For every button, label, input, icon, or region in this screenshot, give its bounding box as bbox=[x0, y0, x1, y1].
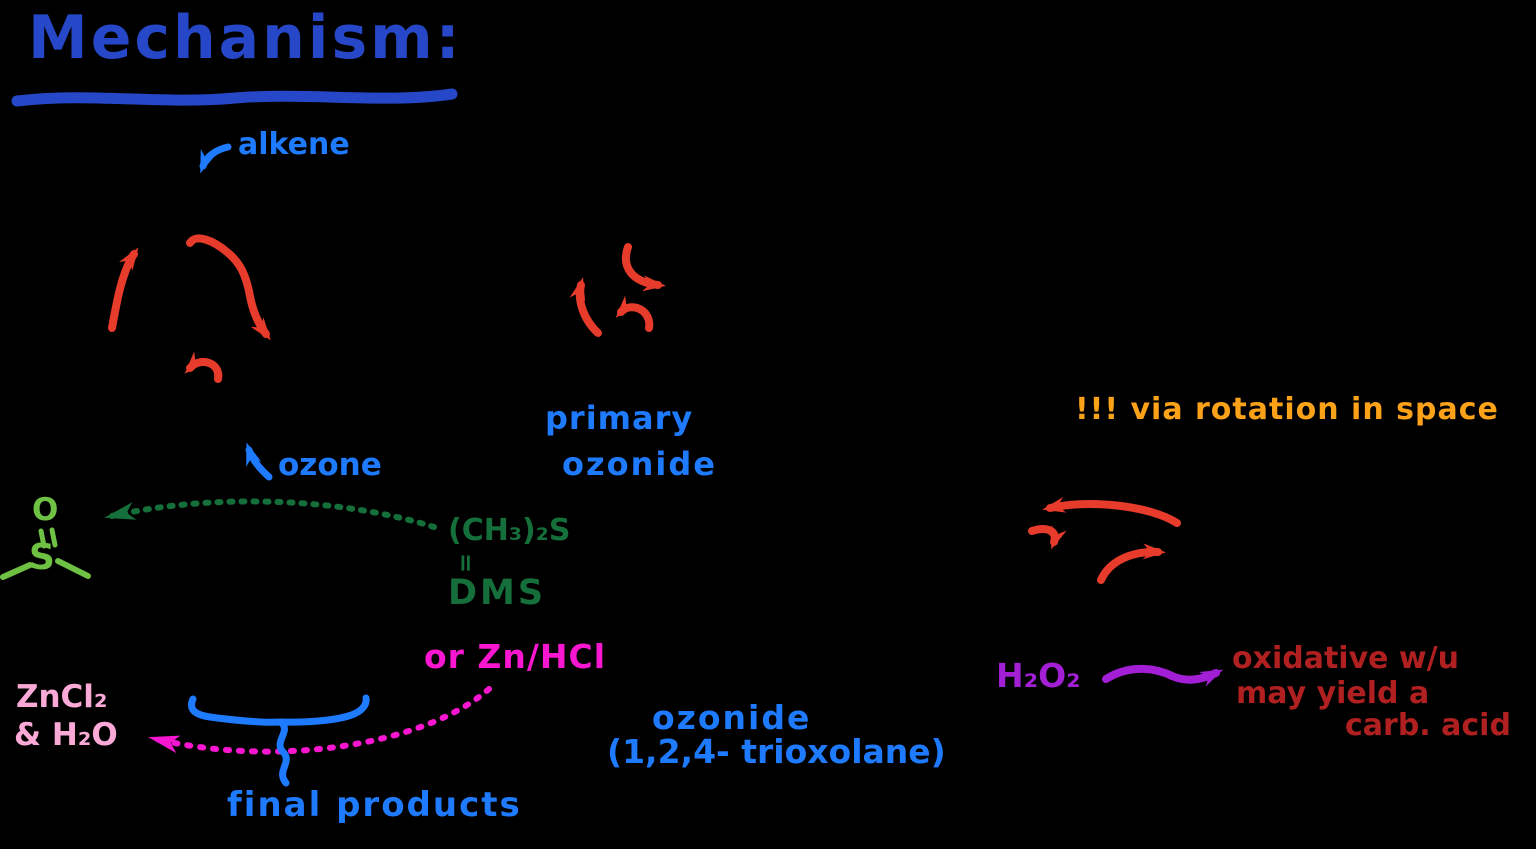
red-curved-arrow-3 bbox=[184, 351, 223, 383]
page-title: Mechanism: bbox=[28, 3, 463, 73]
dmso-methyl-bond-left bbox=[0, 562, 33, 580]
oxidative-note-line2: may yield a bbox=[1236, 676, 1430, 711]
red-curved-arrow-4 bbox=[621, 243, 666, 292]
alkene-pointer-arrow bbox=[199, 143, 232, 174]
ozone-pointer-arrow bbox=[245, 442, 273, 481]
ozonide-iupac-label: (1,2,4- trioxolane) bbox=[607, 732, 946, 771]
primary-ozonide-label-line2: ozonide bbox=[562, 445, 717, 483]
dmso-methyl-bond-right bbox=[55, 558, 91, 579]
red-curved-arrow-5 bbox=[569, 277, 602, 337]
water-product: & H₂O bbox=[14, 717, 118, 753]
final-products-brace-tail bbox=[276, 718, 290, 787]
ozonide-label: ozonide bbox=[652, 698, 812, 737]
rotation-note: !!! via rotation in space bbox=[1075, 392, 1499, 427]
zinc-chloride-product: ZnCl₂ bbox=[16, 679, 108, 715]
title-underline bbox=[11, 88, 458, 107]
dmso-double-bond bbox=[38, 527, 58, 549]
oxidative-note-line1: oxidative w/u bbox=[1232, 641, 1459, 676]
final-products-brace bbox=[188, 694, 370, 726]
hydrogen-peroxide-label: H₂O₂ bbox=[996, 656, 1081, 695]
oxidative-note-line3: carb. acid bbox=[1345, 708, 1511, 743]
final-products-label: final products bbox=[227, 785, 522, 825]
primary-ozonide-label-line1: primary bbox=[545, 399, 694, 437]
red-curved-arrow-8 bbox=[1028, 525, 1067, 550]
dms-dotted-arrow bbox=[104, 498, 437, 530]
dmso-sulfur-atom: S bbox=[29, 537, 55, 578]
dmso-oxygen-atom: O bbox=[32, 492, 59, 528]
dms-name: DMS bbox=[448, 573, 547, 613]
red-curved-arrow-9 bbox=[1097, 543, 1166, 584]
red-curved-arrow-6 bbox=[615, 295, 654, 332]
dms-formula: (CH₃)₂S bbox=[448, 513, 571, 548]
dms-equals-sign: = bbox=[452, 552, 481, 574]
zn-hcl-reagent-label: or Zn/HCl bbox=[424, 637, 607, 676]
znhcl-dotted-arrow bbox=[148, 686, 492, 755]
ozone-label: ozone bbox=[278, 447, 382, 483]
red-curved-arrow-7 bbox=[1042, 497, 1181, 527]
h2o2-arrow bbox=[1102, 664, 1224, 687]
red-curved-arrow-2 bbox=[186, 234, 271, 341]
alkene-label: alkene bbox=[238, 127, 350, 162]
red-curved-arrow-1 bbox=[108, 247, 139, 332]
